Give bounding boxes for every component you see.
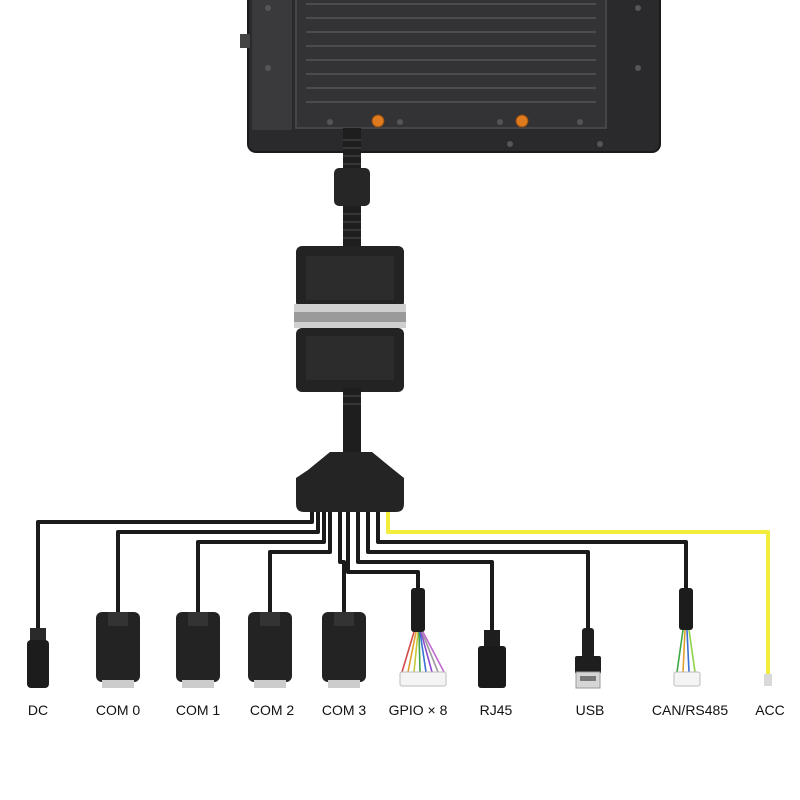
can-terminal-icon	[673, 588, 701, 687]
acc-wire	[386, 512, 770, 676]
label-acc: ACC	[755, 702, 785, 718]
rj45-jack-icon	[478, 630, 506, 688]
main-connector	[294, 246, 406, 392]
ferrite-bead	[334, 168, 370, 206]
label-rj45: RJ45	[479, 702, 513, 718]
label-can-rs485: CAN/RS485	[651, 702, 729, 718]
screw-icon	[515, 114, 529, 128]
monitor-rear-panel	[240, 0, 661, 153]
usb-a-icon	[575, 628, 601, 689]
middle-cable	[343, 388, 361, 454]
db9-serial-icon	[96, 612, 140, 688]
wires	[36, 512, 688, 634]
gpio-terminal-icon	[399, 588, 447, 687]
dc-barrel-icon	[27, 628, 49, 688]
label-com2: COM 2	[249, 702, 295, 718]
label-com1: COM 1	[175, 702, 221, 718]
acc-wire-icon	[764, 674, 772, 686]
db9-serial-icon	[322, 612, 366, 688]
upper-cable	[334, 128, 370, 250]
label-dc: DC	[27, 702, 49, 718]
breakout-hub	[296, 452, 404, 512]
db9-serial-icon	[176, 612, 220, 688]
screw-icon	[371, 114, 385, 128]
db9-serial-icon	[248, 612, 292, 688]
label-com3: COM 3	[321, 702, 367, 718]
label-gpio: GPIO × 8	[388, 702, 448, 718]
label-usb: USB	[575, 702, 605, 718]
label-com0: COM 0	[95, 702, 141, 718]
